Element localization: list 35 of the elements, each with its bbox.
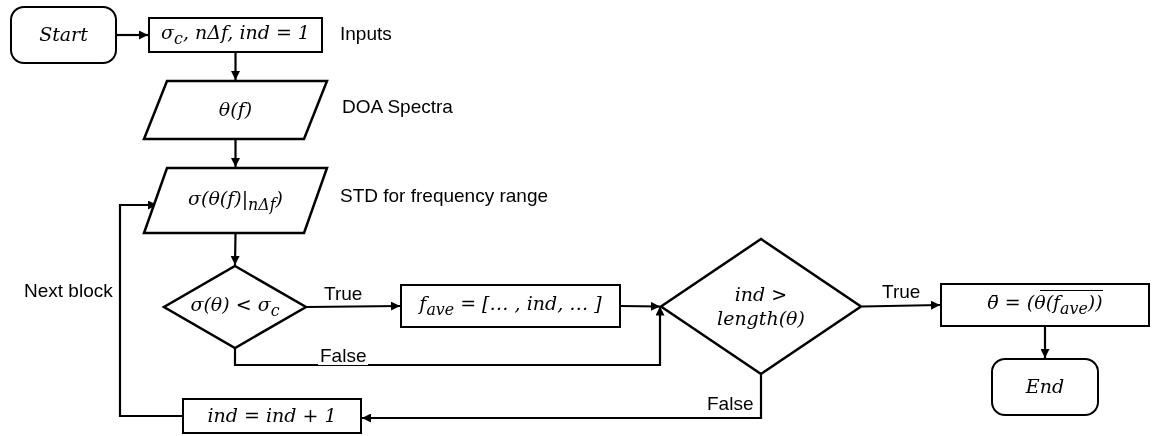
math-expression: ind > length(θ) <box>716 282 806 331</box>
arrow <box>117 30 148 40</box>
process-box <box>400 284 621 328</box>
edge-label: True <box>880 282 923 301</box>
annotation-text: Inputs <box>340 24 392 43</box>
arrow <box>231 53 240 80</box>
edge-label: False <box>318 346 369 365</box>
arrow <box>118 200 182 418</box>
arrow <box>231 140 240 167</box>
math-expression: End <box>1025 375 1065 399</box>
edge-label: False <box>705 394 756 413</box>
math-expression: θ̄ = (θ(f$_{ave}$)) <box>987 291 1103 319</box>
start-terminal <box>10 6 117 64</box>
annotation-text: DOA Spectra <box>342 97 453 116</box>
math-expression: ind = ind + 1 <box>207 404 337 428</box>
arrow <box>861 300 941 310</box>
math-expression: f$_{ave}$ = [… , ind, … ] <box>419 292 602 320</box>
end-terminal <box>991 358 1099 416</box>
arrow <box>621 301 660 311</box>
arrow <box>307 301 400 311</box>
arrow <box>230 234 240 265</box>
edge-label: True <box>322 284 365 303</box>
math-expression: θ(f) <box>218 98 253 122</box>
math-expression: σ(θ(f)|$_{nΔf}$) <box>188 186 283 215</box>
edge-label: Next block <box>22 281 115 300</box>
process-box <box>148 17 323 53</box>
process-box <box>182 398 362 434</box>
process-box <box>940 283 1150 327</box>
math-expression: Start <box>39 23 88 47</box>
math-expression: σ$_{c}$, nΔf, ind = 1 <box>161 21 310 49</box>
arrow <box>233 306 665 367</box>
annotation-text: STD for frequency range <box>340 186 549 205</box>
math-expression: σ(θ) < σ$_{c}$ <box>190 293 280 321</box>
arrow <box>362 375 763 423</box>
arrow <box>1040 327 1050 358</box>
